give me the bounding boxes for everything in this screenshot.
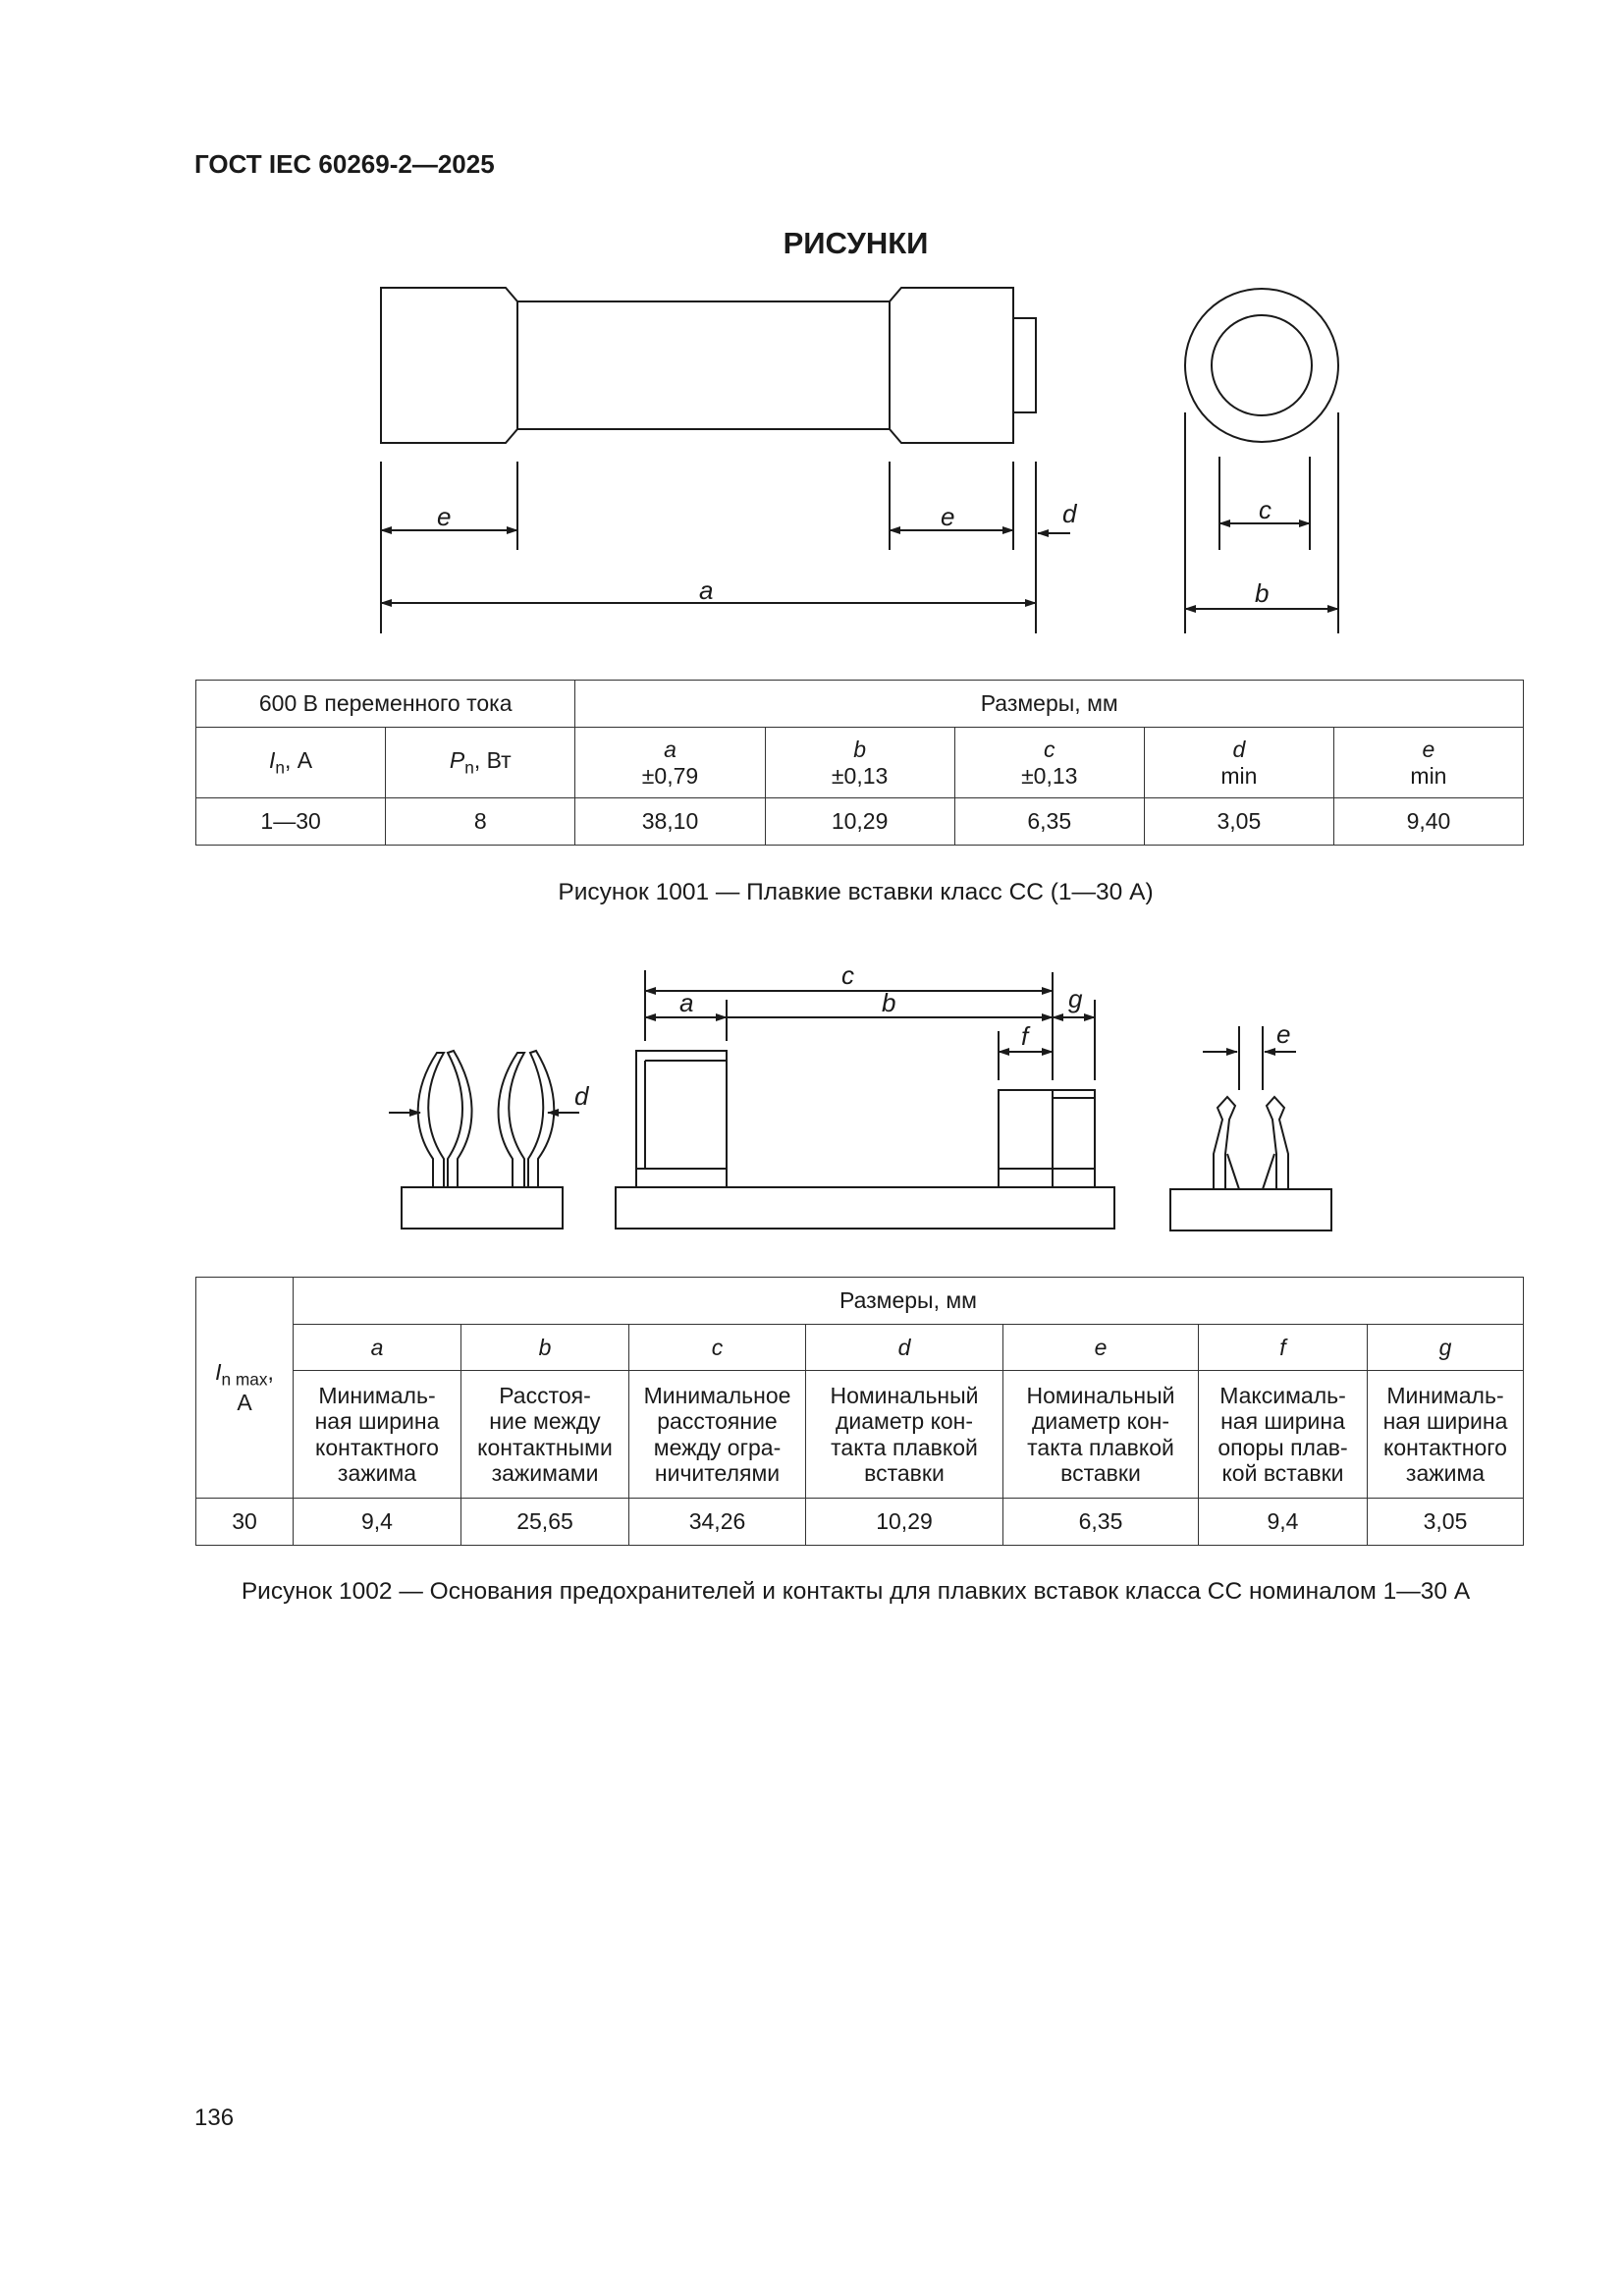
front-view-base [615, 1186, 1115, 1230]
fuse-contact-tip [1012, 317, 1037, 413]
header-rated-power: Pn, Вт [385, 727, 576, 798]
header-col-f: f [1198, 1324, 1368, 1371]
header-col-d: d [805, 1324, 1003, 1371]
label-a: a [679, 988, 693, 1017]
clip-block-right [998, 1089, 1096, 1188]
figure-1002-caption: Рисунок 1002 — Основания предохранителей… [241, 1578, 1471, 1605]
clip-right-outer [497, 1052, 526, 1187]
label-g: g [1068, 984, 1083, 1013]
table-row: 1—30 8 38,10 10,29 6,35 3,05 9,40 [194, 797, 1525, 846]
figure-1001-caption: Рисунок 1001 — Плавкие вставки класс СС … [558, 879, 1154, 905]
section-title: РИСУНКИ [783, 226, 929, 260]
header-col-b: b±0,13 [764, 727, 955, 798]
fuse-base-dimensions-table: In max,А Размеры, мм a b c d e f g Миним… [195, 1277, 1524, 1546]
header-max-current: In max,А [195, 1277, 294, 1499]
side-view-base [401, 1186, 564, 1230]
end-view-base [1169, 1188, 1332, 1231]
label-c: c [1259, 495, 1271, 524]
fuse-end-view-inner [1211, 314, 1313, 416]
fuse-end-cap-right [889, 287, 1014, 444]
label-d: d [1062, 499, 1078, 528]
header-voltage: 600 В переменного тока [194, 680, 576, 728]
clip-left-outer [416, 1052, 446, 1187]
clip-right-inner [527, 1049, 556, 1187]
fuse-end-view-outer [1184, 288, 1339, 443]
header-col-a: a±0,79 [574, 727, 766, 798]
label-b: b [1255, 578, 1269, 608]
clip-left-inner [446, 1049, 473, 1187]
header-col-a: a [293, 1324, 461, 1371]
label-a: a [699, 575, 713, 605]
header-dimensions: Размеры, мм [574, 680, 1524, 728]
clip-end-right [1265, 1095, 1289, 1189]
label-d: d [574, 1081, 590, 1111]
label-e: e [1276, 1019, 1290, 1049]
clip-block-left [635, 1050, 728, 1188]
fuse-dimensions-table: 600 В переменного тока Размеры, мм In, А… [194, 680, 1525, 846]
header-col-b: b [460, 1324, 629, 1371]
header-col-c: c±0,13 [953, 727, 1145, 798]
page-number: 136 [194, 2105, 235, 2131]
header-col-g: g [1367, 1324, 1524, 1371]
label-e-left: e [437, 502, 451, 531]
table-row: 30 9,4 25,65 34,26 10,29 6,35 9,4 3,05 [195, 1498, 1524, 1546]
label-b: b [882, 988, 895, 1017]
clip-end-left [1213, 1095, 1237, 1189]
header-dimensions: Размеры, мм [293, 1277, 1524, 1325]
label-c: c [841, 960, 854, 990]
label-f: f [1021, 1021, 1031, 1051]
label-e-right: e [941, 502, 954, 531]
document-header: ГОСТ IEC 60269-2—2025 [194, 149, 495, 179]
header-col-c: c [628, 1324, 806, 1371]
header-rated-current: In, А [194, 727, 387, 798]
header-col-e: e [1002, 1324, 1199, 1371]
